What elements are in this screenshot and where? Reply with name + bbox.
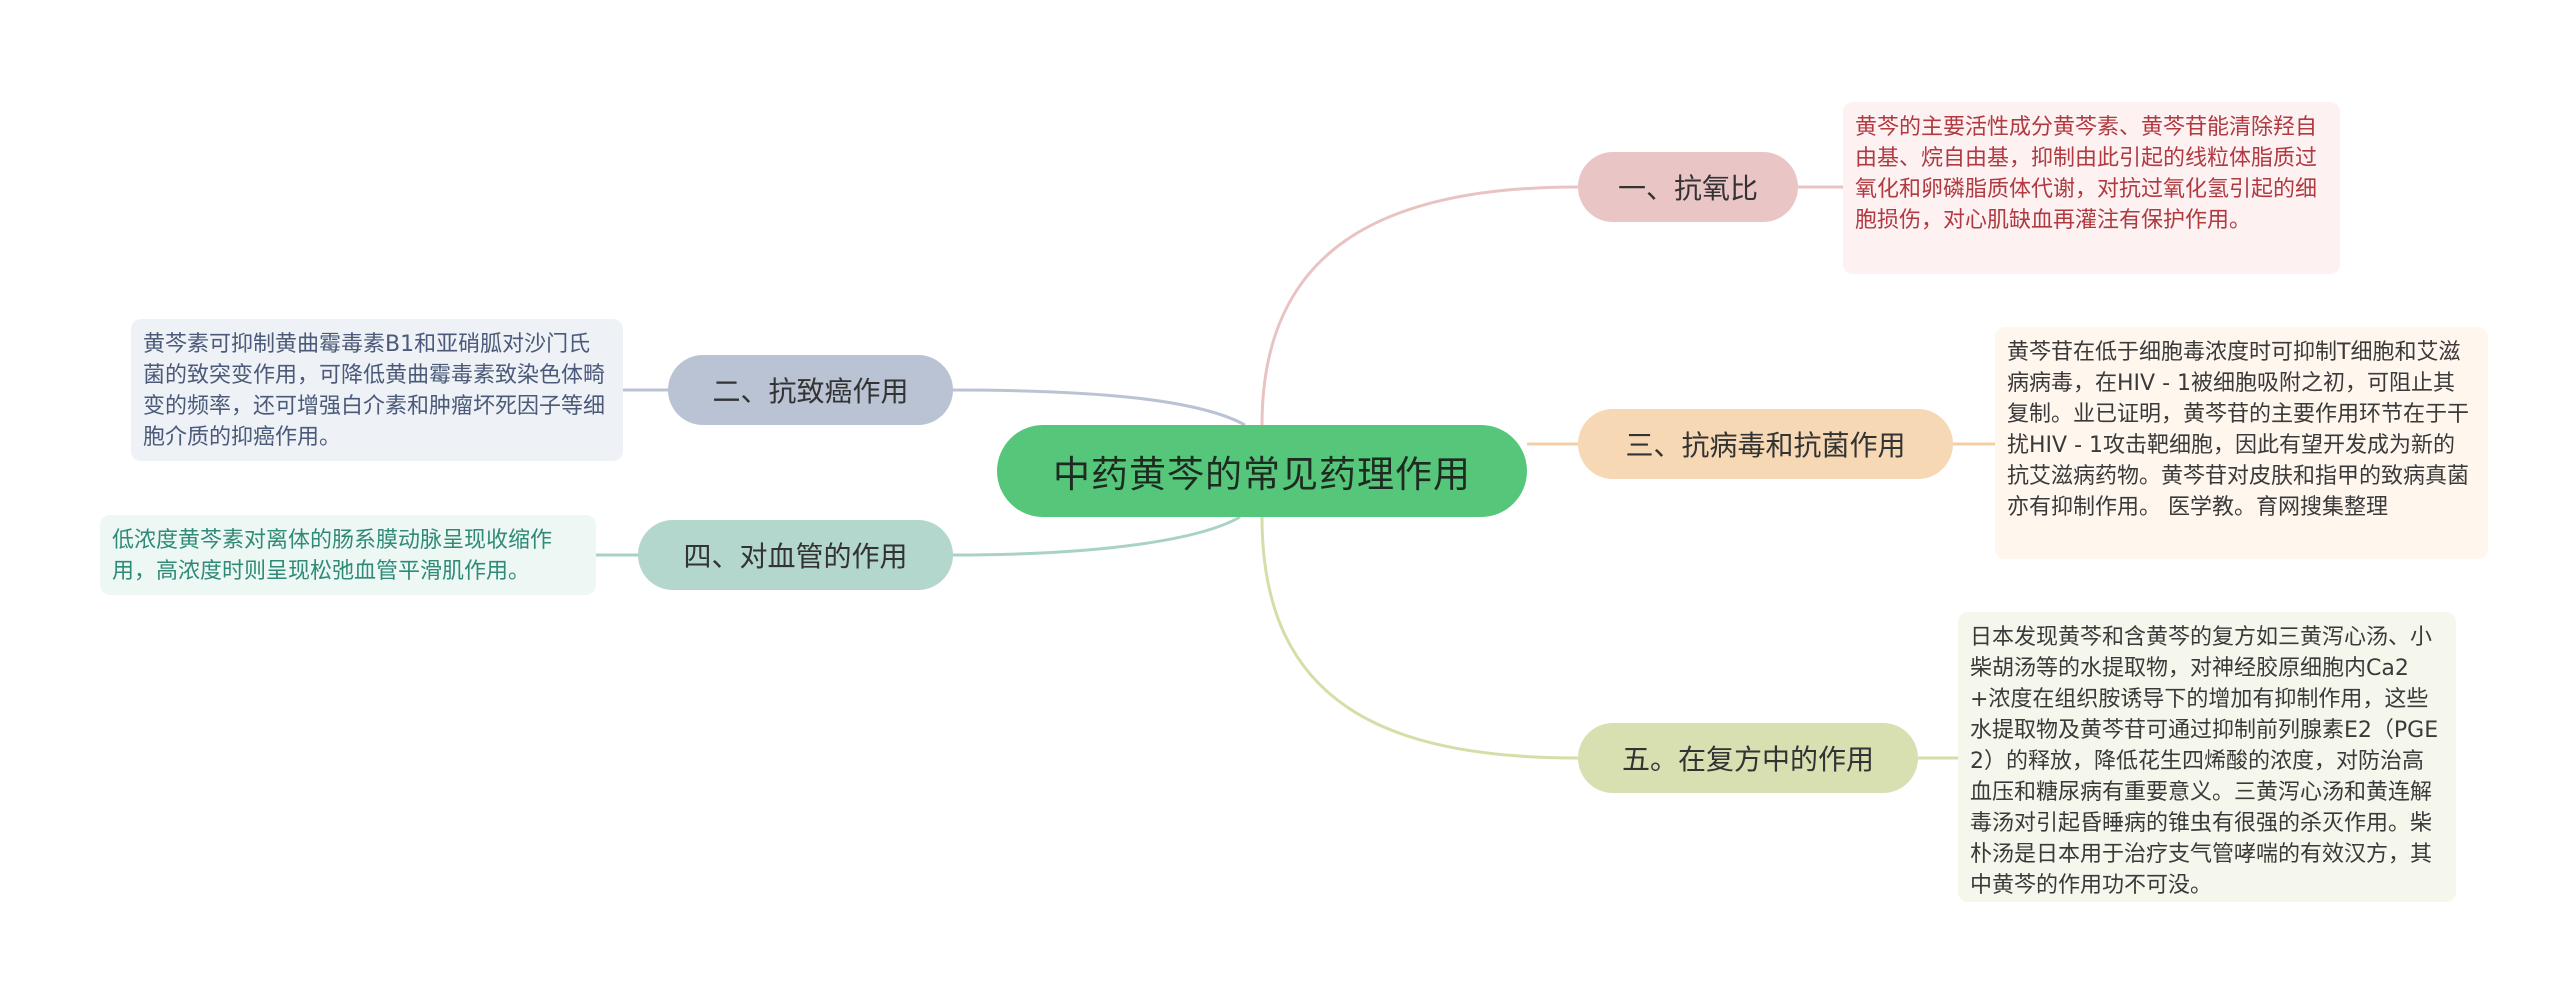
note-vascular-effect: 低浓度黄芩素对离体的肠系膜动脉呈现收缩作用，高浓度时则呈现松弛血管平滑肌作用。 bbox=[100, 515, 596, 595]
branch-vascular-effect[interactable]: 四、对血管的作用 bbox=[638, 520, 953, 590]
connector-root-branch2 bbox=[952, 388, 1246, 427]
connector-root-branch4 bbox=[952, 515, 1241, 557]
branch-anticancer[interactable]: 二、抗致癌作用 bbox=[668, 355, 953, 425]
connector-root-branch5 bbox=[1260, 516, 1579, 760]
connector-root-branch1 bbox=[1260, 185, 1579, 426]
branch-compound-formula[interactable]: 五。在复方中的作用 bbox=[1578, 723, 1918, 793]
root-topic[interactable]: 中药黄芩的常见药理作用 bbox=[997, 425, 1527, 517]
note-antioxidant: 黄芩的主要活性成分黄芩素、黄芩苷能清除羟自由基、烷自由基，抑制由此引起的线粒体脂… bbox=[1843, 102, 2340, 274]
branch-antiviral-antibacterial[interactable]: 三、抗病毒和抗菌作用 bbox=[1578, 409, 1953, 479]
note-antiviral-antibacterial: 黄芩苷在低于细胞毒浓度时可抑制T细胞和艾滋病病毒，在HIV - 1被细胞吸附之初… bbox=[1995, 327, 2488, 559]
note-compound-formula: 日本发现黄芩和含黄芩的复方如三黄泻心汤、小柴胡汤等的水提取物，对神经胶原细胞内C… bbox=[1958, 612, 2456, 902]
note-anticancer: 黄芩素可抑制黄曲霉毒素B1和亚硝胍对沙门氏菌的致突变作用，可降低黄曲霉毒素致染色… bbox=[131, 319, 623, 461]
branch-antioxidant[interactable]: 一、抗氧比 bbox=[1578, 152, 1798, 222]
